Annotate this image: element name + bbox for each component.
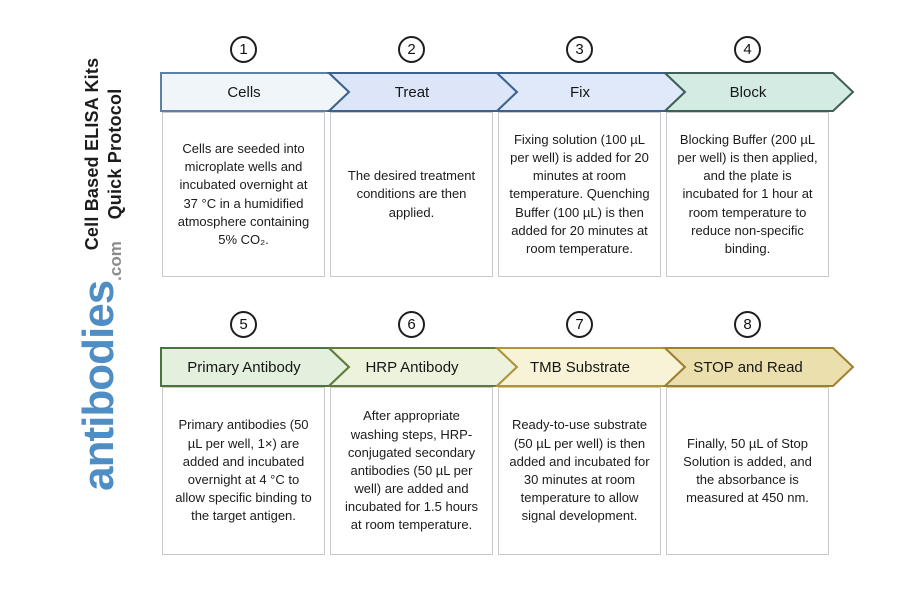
step-description-box-8: Finally, 50 µL of Stop Solution is added… [666,387,829,555]
step-description-box-1: Cells are seeded into microplate wells a… [162,112,325,277]
step-label-hrp-antibody: HRP Antibody [365,358,459,376]
step-number: 4 [743,41,752,58]
step-circle-8: 8 [734,311,761,338]
step-label-fix: Fix [570,83,590,101]
step-description: Blocking Buffer (200 µL per well) is the… [677,131,818,256]
step-description-box-7: Ready-to-use substrate (50 µL per well) … [498,387,661,555]
step-label-block: Block [729,83,767,101]
step-description-box-3: Fixing solution (100 µL per well) is add… [498,112,661,277]
step-description: Finally, 50 µL of Stop Solution is added… [683,435,812,506]
step-circle-3: 3 [566,36,593,63]
page-title: Cell Based ELISA Kits Quick Protocol [81,58,127,251]
page-title-line1: Cell Based ELISA Kits [82,57,102,251]
step-label-tmb-substrate: TMB Substrate [529,358,631,376]
step-circle-1: 1 [230,36,257,63]
step-circle-2: 2 [398,36,425,63]
step-number: 1 [239,41,248,58]
chevron-block [662,72,855,112]
step-label-primary-antibody: Primary Antibody [187,358,301,376]
step-description-box-6: After appropriate washing steps, HRP-con… [330,387,493,555]
logo-wordmark: antibodies [74,280,123,491]
step-label-treat: Treat [394,83,430,101]
step-description: Cells are seeded into microplate wells a… [177,140,310,247]
step-number: 7 [575,316,584,333]
step-description: Ready-to-use substrate (50 µL per well) … [509,417,650,524]
step-circle-6: 6 [398,311,425,338]
step-number: 8 [743,316,752,333]
step-description: Fixing solution (100 µL per well) is add… [509,131,650,256]
step-description-box-4: Blocking Buffer (200 µL per well) is the… [666,112,829,277]
step-circle-4: 4 [734,36,761,63]
antibodies-logo: antibodies.com [74,241,126,491]
page-title-line2: Quick Protocol [105,88,125,220]
step-number: 5 [239,316,248,333]
step-circle-7: 7 [566,311,593,338]
protocol-arrows-row1 [160,72,855,112]
step-number: 6 [407,316,416,333]
step-description: Primary antibodies (50 µL per well, 1×) … [175,417,312,524]
step-description-box-5: Primary antibodies (50 µL per well, 1×) … [162,387,325,555]
protocol-arrows-row2 [160,347,855,387]
step-label-cells: Cells [227,83,261,101]
step-description-box-2: The desired treatment conditions are the… [330,112,493,277]
step-number: 2 [407,41,416,58]
step-label-stop-and-read: STOP and Read [693,358,803,376]
step-description: After appropriate washing steps, HRP-con… [345,408,478,533]
logo-domain-suffix: .com [106,241,125,281]
step-number: 3 [575,41,584,58]
chevron-stop-and-read [662,347,855,387]
step-circle-5: 5 [230,311,257,338]
step-description: The desired treatment conditions are the… [347,168,476,220]
